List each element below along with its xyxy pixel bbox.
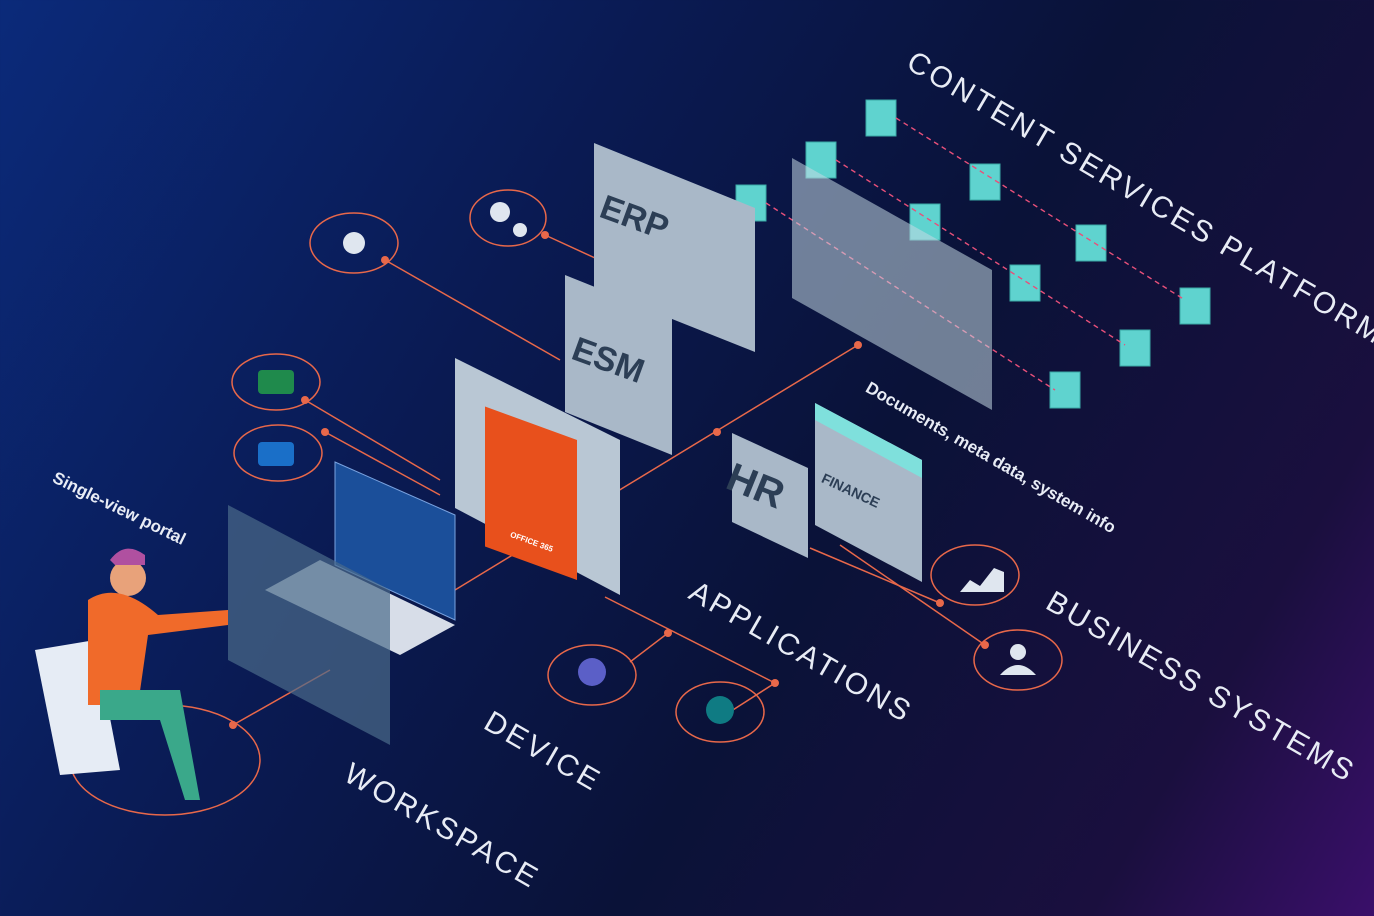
user-icon [973,629,1063,691]
erp-panel [594,143,755,352]
sync-icon [309,212,399,274]
gears-icon [469,189,547,247]
csp-panel [792,158,992,410]
outlook-icon [233,424,323,482]
hr-panel [732,433,808,558]
teams-icon [547,644,637,706]
sharepoint-icon [675,681,765,743]
laptop [334,461,456,621]
chart-icon [930,544,1020,606]
esm-panel [565,275,672,455]
excel-icon [231,353,321,411]
portal-screen [228,505,390,745]
person-illustration [35,548,228,800]
